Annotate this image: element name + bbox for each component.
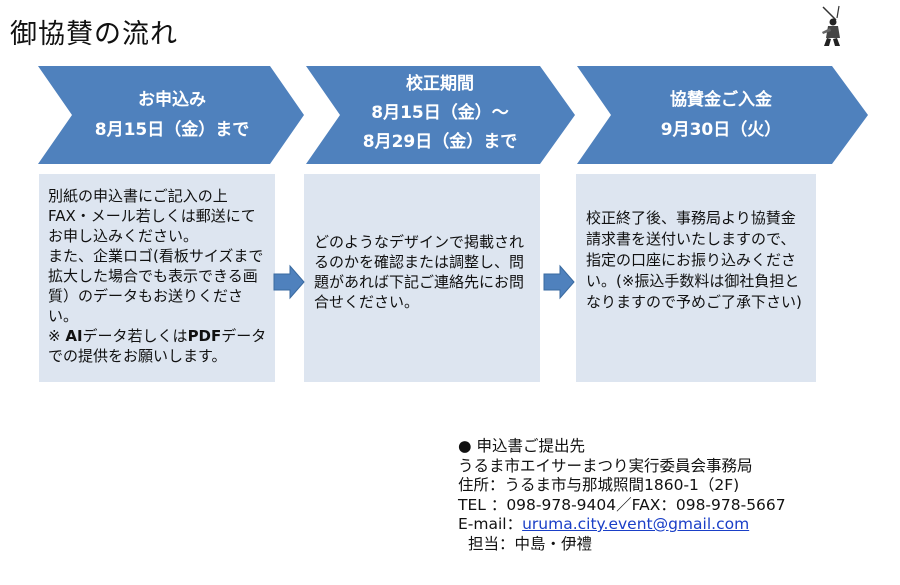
step-2-description: どのようなデザインで掲載されるのかを確認または調整し、問題があれば下記ご連絡先に… <box>314 233 525 311</box>
step-1-note: ※ AIデータ若しくはPDFデータでの提供をお願いします。 <box>48 327 267 365</box>
step-3-description-box: 校正終了後、事務局より協賛金請求書を送付いたしますので、指定の口座にお振り込みく… <box>576 174 816 382</box>
step-2-date-start: 8月15日（金）～ <box>371 103 509 123</box>
step-3-title: 協賛金ご入金 <box>670 90 772 110</box>
contact-address: 住所：うるま市与那城照間1860-1（2F) <box>458 476 740 494</box>
contact-tel-fax: TEL ：098-978-9404／FAX：098-978-5667 <box>458 495 786 514</box>
chevron-step-2 <box>306 66 575 164</box>
step-2-description-box: どのようなデザインで掲載されるのかを確認または調整し、問題があれば下記ご連絡先に… <box>304 174 540 382</box>
step-2-label: 校正期間 8月15日（金）～ 8月29日（金）まで <box>340 70 540 157</box>
step-2-title: 校正期間 <box>406 74 474 94</box>
eisa-dancer-logo-icon <box>822 5 840 46</box>
right-arrow-icon <box>543 264 575 300</box>
step-1-title: お申込み <box>138 90 206 110</box>
contact-email-row: E-mail：uruma.city.event@gmail.com <box>458 515 786 535</box>
contact-info: ● 申込書ご提出先 うるま市エイサーまつり実行委員会事務局 住所：うるま市与那城… <box>458 437 786 554</box>
contact-heading: ● 申込書ご提出先 <box>458 437 585 455</box>
step-1-description-box: 別紙の申込書にご記入の上 FAX・メール若しくは郵送にてお申し込みください。 ま… <box>39 174 275 382</box>
step-1-label: お申込み 8月15日（金）まで <box>72 85 272 145</box>
page-title: 御協賛の流れ <box>10 19 178 50</box>
step-1-description: 別紙の申込書にご記入の上 FAX・メール若しくは郵送にてお申し込みください。 ま… <box>48 187 264 325</box>
step-1-date: 8月15日（金）まで <box>94 120 250 140</box>
chevron-step-1 <box>38 66 304 164</box>
step-3-date: 9月30日（火） <box>660 120 782 140</box>
email-label: E-mail： <box>458 515 523 533</box>
step-3-description: 校正終了後、事務局より協賛金請求書を送付いたしますので、指定の口座にお振り込みく… <box>586 209 802 311</box>
step-3-label: 協賛金ご入金 9月30日（火） <box>611 85 831 145</box>
right-arrow-icon <box>273 264 305 300</box>
chevron-step-3 <box>577 66 868 164</box>
step-2-date-end: 8月29日（金）まで <box>362 132 518 152</box>
contact-org: うるま市エイサーまつり実行委員会事務局 <box>458 456 753 475</box>
email-link[interactable]: uruma.city.event@gmail.com <box>522 515 750 533</box>
contact-person: 担当：中島・伊禮 <box>468 534 593 553</box>
